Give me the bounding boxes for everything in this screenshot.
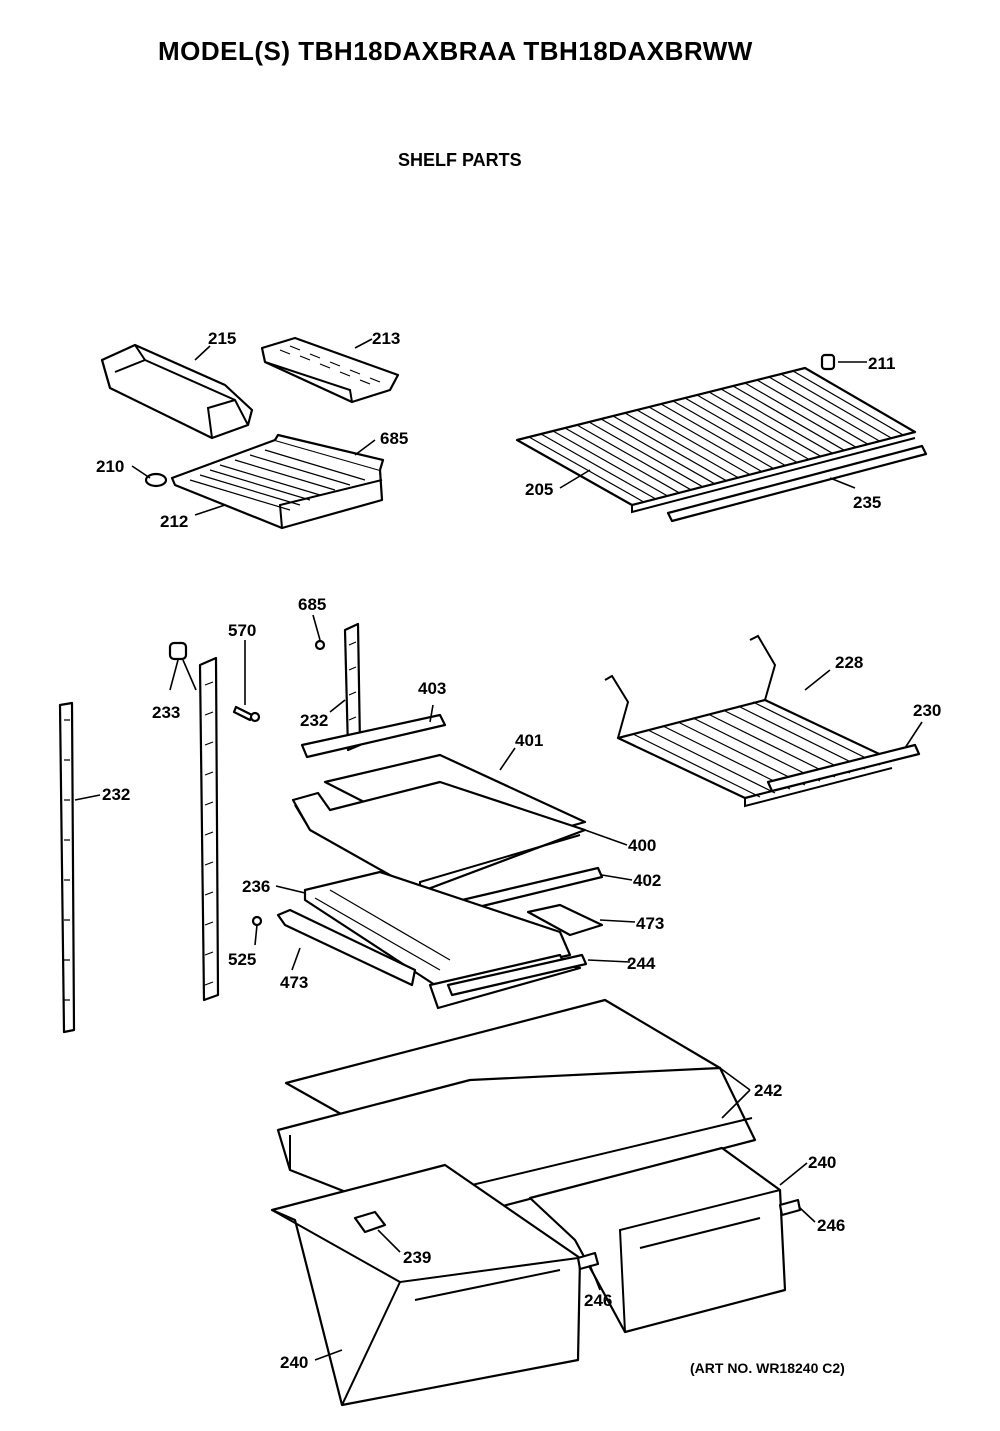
callout-244: 244 [627, 954, 656, 973]
callout-211: 211 [868, 354, 895, 373]
callout-239: 239 [403, 1248, 431, 1267]
callout-401: 401 [515, 731, 543, 750]
callout-402: 402 [633, 871, 661, 890]
part-685-screw [314, 639, 326, 651]
part-212-dairy-door [170, 433, 385, 530]
part-240-drawer-right [528, 1146, 802, 1334]
part-233-bracket [168, 641, 188, 661]
part-215-bin [100, 343, 254, 440]
callout-233: 233 [152, 703, 180, 722]
callout-230: 230 [913, 701, 941, 720]
callout-232-upper: 232 [300, 711, 328, 730]
part-244-trim [446, 953, 588, 997]
callout-685-mid: 685 [298, 595, 326, 614]
callout-240-right: 240 [808, 1153, 836, 1172]
callout-685-top: 685 [380, 429, 408, 448]
callout-400: 400 [628, 836, 656, 855]
callout-215: 215 [208, 329, 236, 348]
callout-473-right: 473 [636, 914, 664, 933]
part-239-divider [353, 1210, 387, 1234]
callout-236: 236 [242, 877, 270, 896]
callout-235: 235 [853, 493, 881, 512]
part-210-knob [144, 472, 168, 488]
part-230-trim [766, 743, 921, 793]
callout-205: 205 [525, 480, 553, 499]
callout-213: 213 [372, 329, 400, 348]
part-213-egg-tray [260, 336, 400, 404]
part-232-shelf-ladder-left [58, 701, 76, 1034]
part-232-shelf-ladder-center [198, 656, 220, 1002]
section-title: SHELF PARTS [398, 150, 522, 170]
part-570-screw [232, 705, 261, 723]
part-240-drawer-left [270, 1163, 600, 1407]
callout-212: 212 [160, 512, 188, 531]
callout-246-right: 246 [817, 1216, 845, 1235]
part-211-stop [820, 353, 836, 371]
leader-lines [74, 338, 923, 1361]
part-232-shelf-ladder-upper [343, 622, 362, 752]
part-400-shelf-frame [291, 780, 587, 894]
callout-228: 228 [835, 653, 863, 672]
callout-232-left: 232 [102, 785, 130, 804]
part-525-screw [251, 915, 263, 927]
callout-242: 242 [754, 1081, 782, 1100]
part-235-shelf-trim [666, 444, 928, 523]
callout-240-left: 240 [280, 1353, 308, 1372]
part-403-front-trim [300, 713, 447, 759]
callout-473-left: 473 [280, 973, 308, 992]
callout-246-left: 246 [584, 1291, 612, 1310]
art-number: (ART NO. WR18240 C2) [690, 1360, 845, 1376]
callout-labels: 215 213 211 685 210 212 205 235 685 570 … [96, 329, 941, 1372]
part-473-right-rail [526, 903, 604, 937]
callout-570: 570 [228, 621, 256, 640]
callout-210: 210 [96, 457, 124, 476]
part-402-shelf-trim [460, 866, 604, 912]
part-205-wire-shelf [515, 366, 917, 514]
callout-525: 525 [228, 950, 256, 969]
model-title: MODEL(S) TBH18DAXBRAA TBH18DAXBRWW [158, 36, 753, 66]
callout-403: 403 [418, 679, 446, 698]
